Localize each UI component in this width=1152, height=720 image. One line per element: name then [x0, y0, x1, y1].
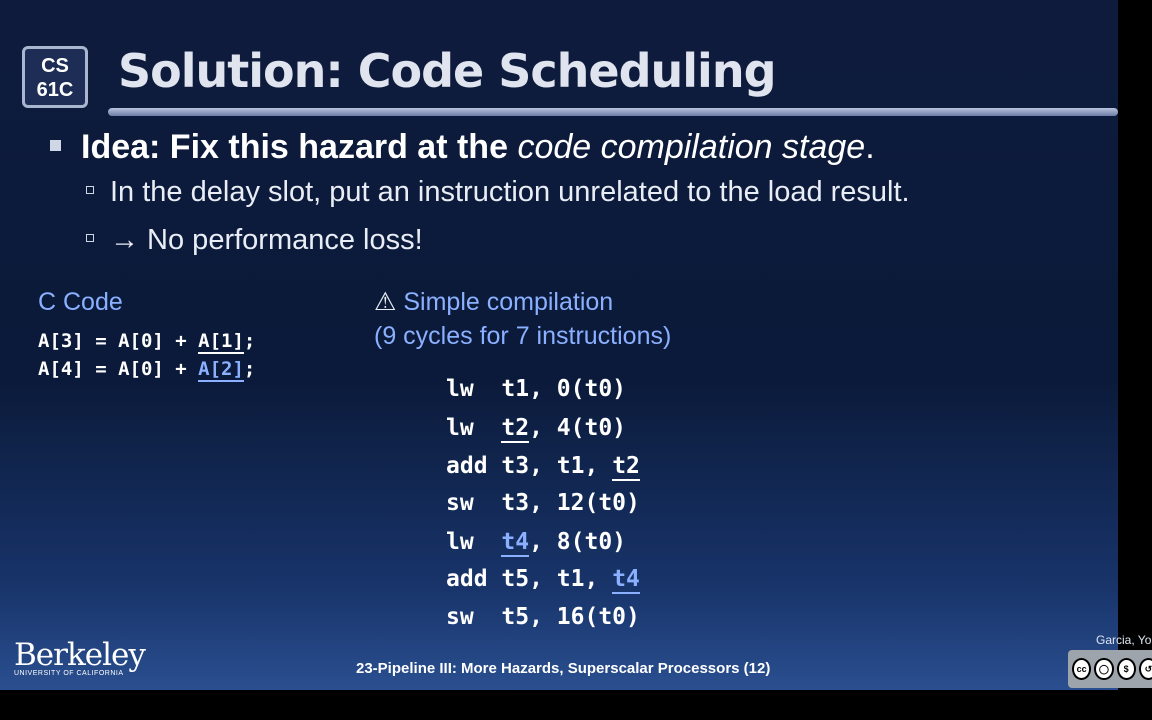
operands: , 4(t0) [529, 415, 627, 441]
bullet-bold-text: Idea: Fix this hazard at the [81, 128, 508, 166]
register: t5 [501, 566, 530, 592]
warning-icon: ⚠ [374, 288, 397, 316]
c-code-line: A[4] = A[0] + A[2]; [38, 358, 256, 382]
code-text: ; [243, 330, 256, 352]
opcode: lw [446, 529, 502, 555]
assembly-line: lw t1, 0(t0) [446, 376, 626, 402]
logo-line-1: CS [41, 55, 69, 77]
main-bullet: Idea: Fix this hazard at the code compil… [50, 128, 875, 167]
simple-compilation-title: Simple compilation [403, 288, 614, 316]
code-text: A[4] = A[0] + [38, 358, 199, 380]
slide-title: Solution: Code Scheduling [118, 44, 776, 98]
assembly-line: add t5, t1, t4 [446, 566, 640, 594]
sub-bullet: → No performance loss! [86, 224, 423, 257]
operands: , 0(t0) [529, 376, 627, 402]
logo-line-2: 61C [36, 79, 74, 101]
opcode: lw [446, 376, 502, 402]
square-bullet-icon [50, 139, 61, 151]
by-icon: ◯ [1094, 658, 1114, 680]
register: t2 [501, 415, 530, 443]
register: t2 [612, 453, 640, 481]
assembly-line: lw t4, 8(t0) [446, 529, 627, 557]
opcode: sw [446, 604, 502, 630]
array-ref: A[2] [198, 358, 244, 382]
sub-bullet-text: → No performance loss! [110, 224, 423, 256]
code-text: A[3] = A[0] + [38, 330, 199, 352]
sub-bullet: In the delay slot, put an instruction un… [86, 176, 910, 209]
bullet-end-text: . [865, 128, 875, 166]
register: t3 [501, 453, 530, 479]
opcode: lw [446, 415, 502, 441]
creative-commons-badge: cc ◯ $ ↺ [1068, 650, 1152, 688]
operands: , 16(t0) [529, 604, 640, 630]
c-code-label: C Code [38, 288, 123, 316]
hollow-bullet-icon [86, 186, 94, 195]
operands: , 8(t0) [529, 529, 627, 555]
opcode: add [446, 566, 502, 592]
berkeley-wordmark: Berkeley [14, 637, 146, 673]
slide: CS 61C Solution: Code Scheduling Idea: F… [0, 0, 1118, 690]
berkeley-logo: Berkeley UNIVERSITY OF CALIFORNIA [14, 637, 146, 678]
simple-compilation-heading: ⚠ Simple compilation [374, 287, 613, 317]
lecture-footer: 23-Pipeline III: More Hazards, Superscal… [356, 660, 771, 677]
opcode: sw [446, 490, 502, 516]
operands: , 12(t0) [529, 490, 640, 516]
university-name: UNIVERSITY OF CALIFORNIA [14, 670, 124, 677]
opcode: add [446, 453, 502, 479]
array-ref: A[1] [198, 330, 244, 354]
nc-icon: $ [1116, 658, 1136, 680]
title-divider [108, 108, 1118, 116]
author-credit: Garcia, Yo [1096, 633, 1152, 647]
register: t4 [501, 529, 530, 557]
sa-icon: ↺ [1138, 658, 1152, 680]
assembly-line: sw t3, 12(t0) [446, 490, 640, 516]
register: t5 [501, 604, 530, 630]
c-code-line: A[3] = A[0] + A[1]; [38, 330, 256, 354]
operands: , t1, [529, 566, 613, 592]
register: t4 [612, 566, 640, 594]
register: t1 [501, 376, 530, 402]
assembly-line: lw t2, 4(t0) [446, 415, 627, 443]
sub-bullet-text: In the delay slot, put an instruction un… [110, 176, 910, 208]
assembly-line: sw t5, 16(t0) [446, 604, 640, 630]
bullet-italic-text: code compilation stage [517, 128, 866, 166]
register: t3 [501, 490, 530, 516]
cc-icon: cc [1072, 658, 1092, 680]
cs61c-logo: CS 61C [22, 46, 88, 108]
assembly-line: add t3, t1, t2 [446, 453, 640, 481]
operands: , t1, [529, 453, 613, 479]
code-text: ; [243, 358, 256, 380]
hollow-bullet-icon [86, 234, 94, 243]
simple-compilation-subtitle: (9 cycles for 7 instructions) [374, 322, 672, 350]
